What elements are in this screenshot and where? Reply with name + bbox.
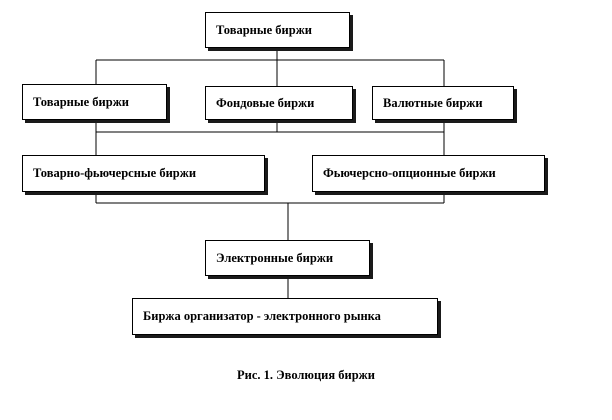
node-label: Товарные биржи [33, 94, 129, 109]
node-commodity-futures-exchanges: Товарно-фьючерсные биржи [22, 155, 265, 192]
node-currency-exchanges: Валютные биржи [372, 86, 514, 120]
node-label: Фондовые биржи [216, 95, 315, 110]
node-label: Валютные биржи [383, 95, 483, 110]
node-commodity-exchanges: Товарные биржи [22, 84, 167, 120]
node-commodity-exchanges-top: Товарные биржи [205, 12, 350, 48]
node-electronic-exchanges: Электронные биржи [205, 240, 370, 276]
node-label: Фьючерсно-опционные биржи [323, 166, 496, 180]
node-stock-exchanges: Фондовые биржи [205, 86, 353, 120]
node-exchange-organizer: Биржа организатор - электронного рынка [132, 298, 438, 335]
node-label: Биржа организатор - электронного рынка [143, 309, 381, 323]
node-label: Товарно-фьючерсные биржи [33, 166, 197, 180]
node-label: Товарные биржи [216, 22, 312, 37]
node-label: Электронные биржи [216, 250, 334, 265]
figure-caption: Рис. 1. Эволюция биржи [237, 368, 375, 382]
node-futures-options-exchanges: Фьючерсно-опционные биржи [312, 155, 545, 192]
